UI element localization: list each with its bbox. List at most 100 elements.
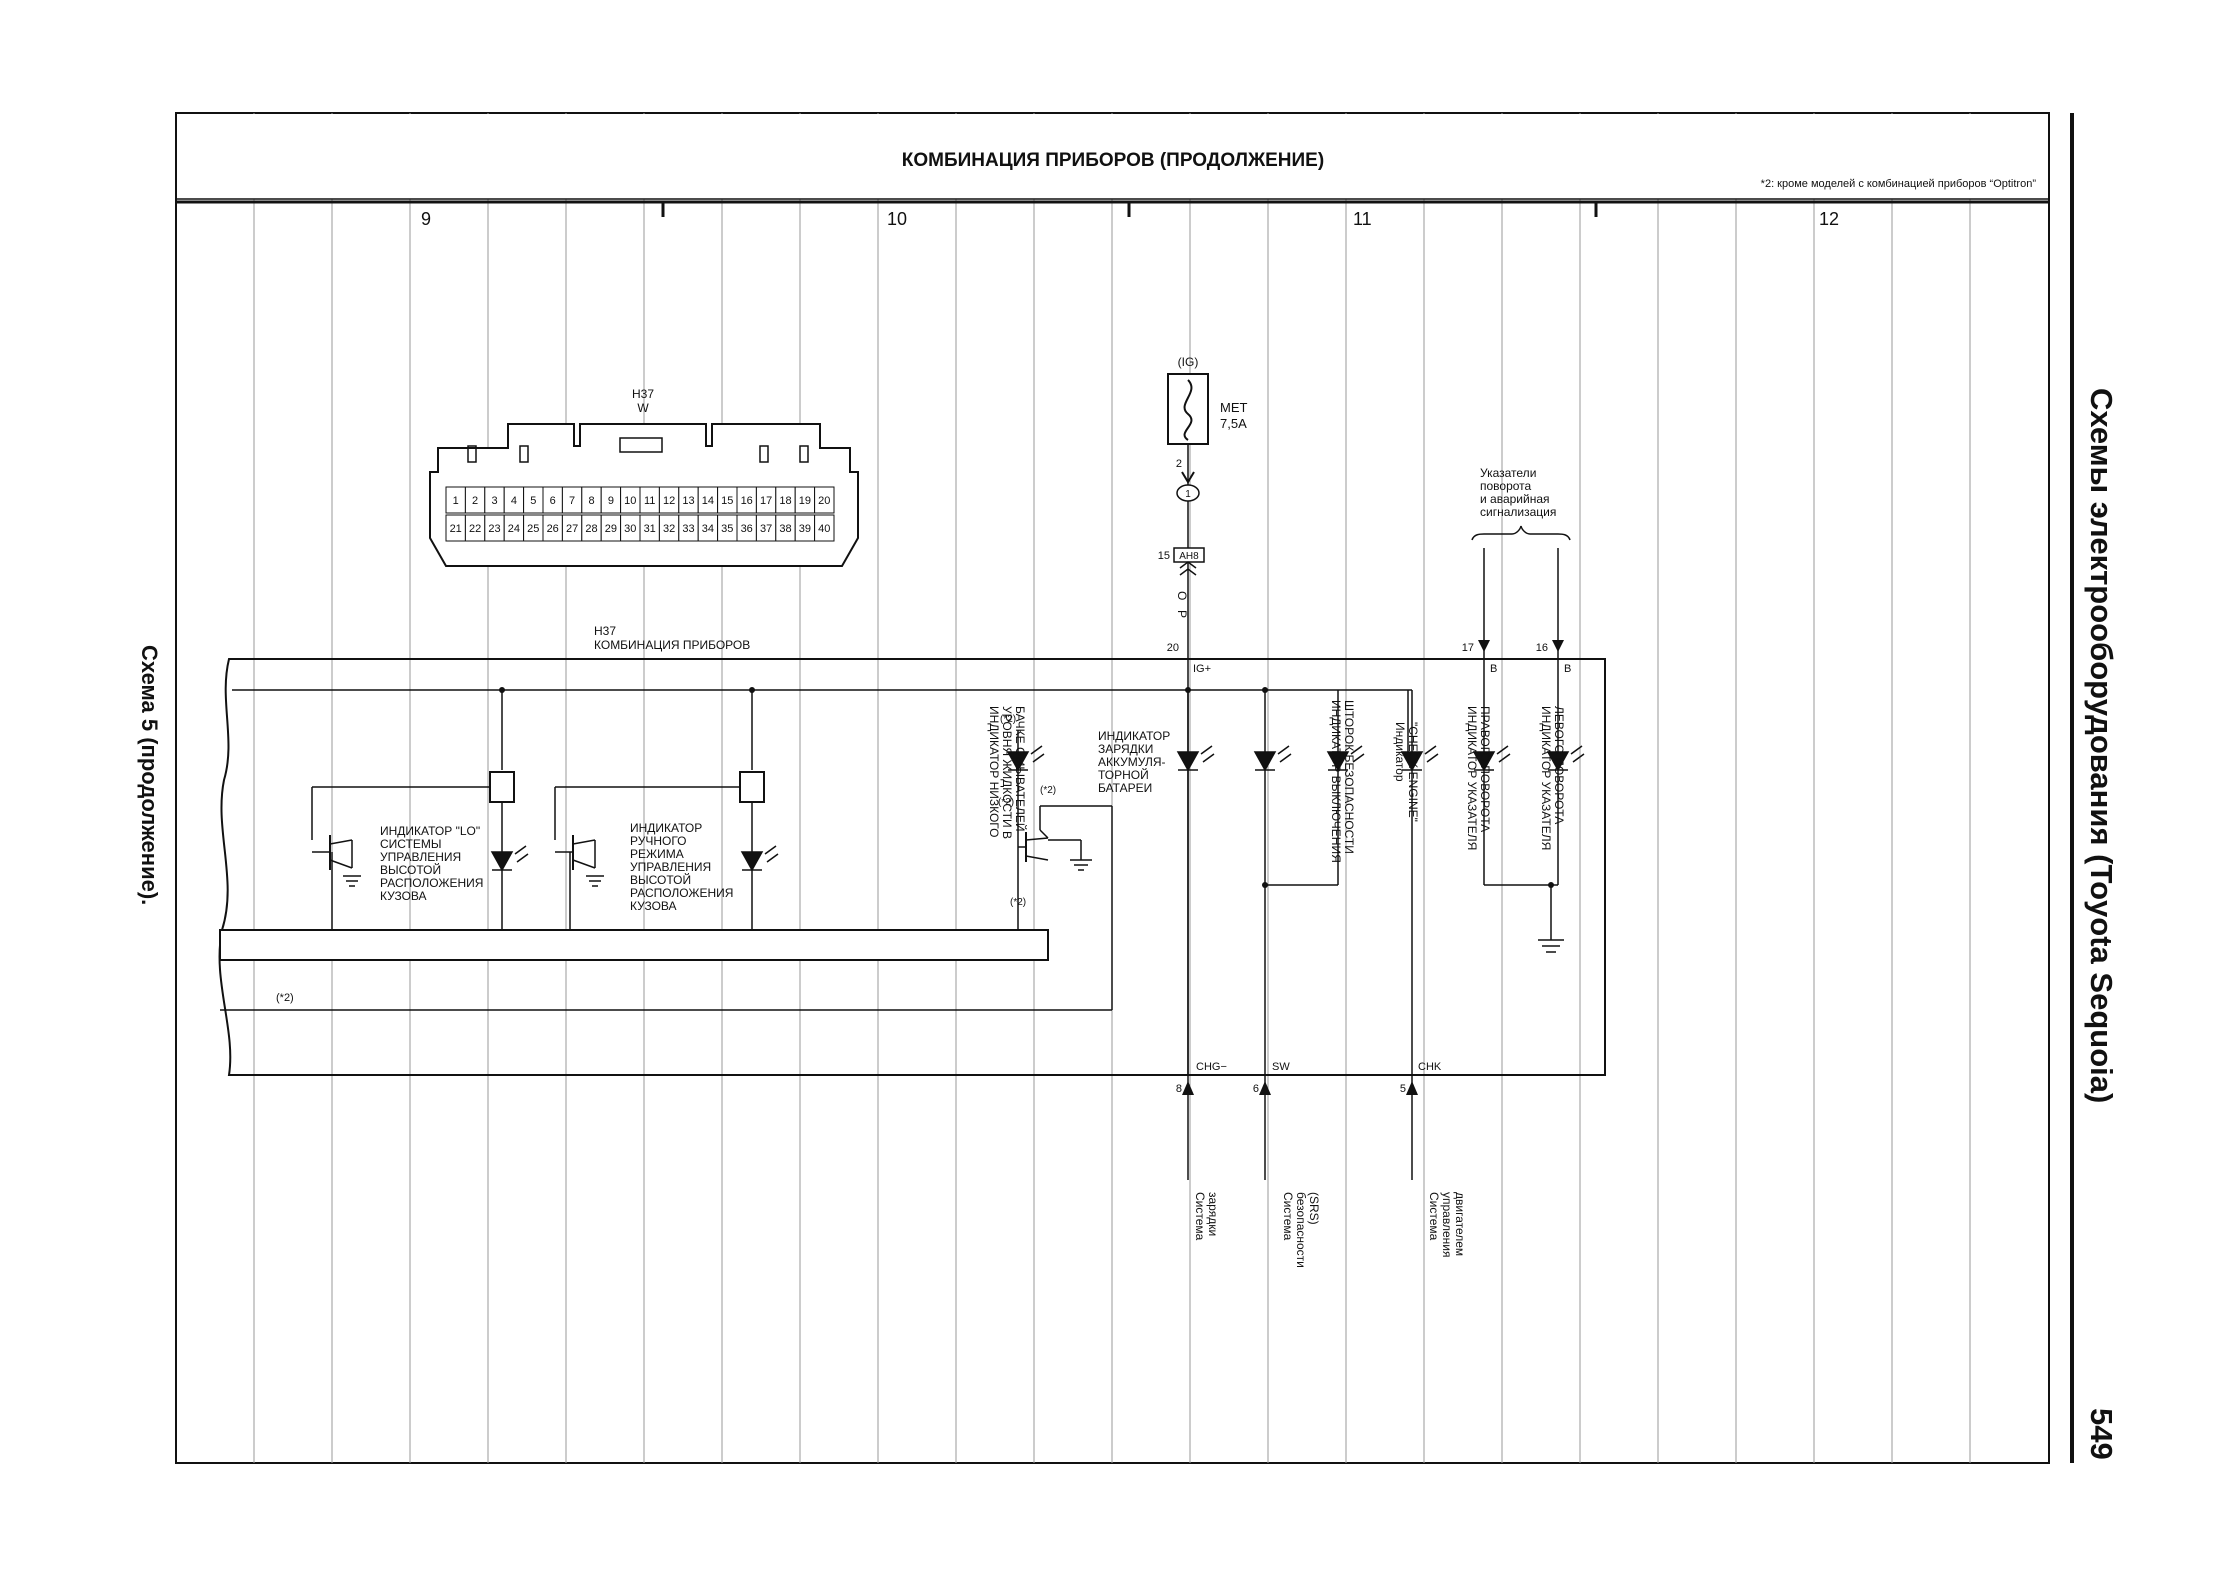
pin-number: 16 bbox=[741, 495, 753, 507]
wire-color-o: O bbox=[1175, 591, 1189, 600]
column-11: 11 bbox=[1353, 209, 1372, 229]
pin-number: 37 bbox=[760, 523, 772, 535]
pin-number: 38 bbox=[779, 523, 791, 535]
pin-number: 26 bbox=[547, 523, 559, 535]
column-12: 12 bbox=[1819, 209, 1839, 229]
label-washer-indicator: ИНДИКАТОР НИЗКОГОУРОВНЯ ЖИДКОСТИ ВБАЧКЕ … bbox=[987, 706, 1028, 839]
fuse-met: (IG) MET 7,5A 2 1 15 AH8 O P bbox=[1158, 355, 1248, 1075]
left-caption: Схема 5 (продолжение). bbox=[137, 645, 162, 906]
page-number: 549 bbox=[2084, 1408, 2119, 1460]
ah8-label: AH8 bbox=[1179, 551, 1199, 562]
label-line: РАСПОЛОЖЕНИЯ bbox=[630, 886, 733, 900]
pin-number: 30 bbox=[624, 523, 636, 535]
rotated-labels: ИНДИКАТОР НИЗКОГОУРОВНЯ ЖИДКОСТИ ВБАЧКЕ … bbox=[987, 700, 1566, 1268]
sw-pin: 6 bbox=[1253, 1083, 1259, 1095]
pin-number: 12 bbox=[663, 495, 675, 507]
pin-number: 29 bbox=[605, 523, 617, 535]
label-line: РЕЖИМА bbox=[630, 847, 684, 861]
label-line: ВЫСОТОЙ bbox=[380, 862, 441, 877]
pin-number: 23 bbox=[488, 523, 500, 535]
combination-meter: H37 КОМБИНАЦИЯ ПРИБОРОВ 20 IG+ bbox=[218, 548, 1606, 1076]
pin-cell bbox=[814, 514, 835, 542]
label-line: БАТАРЕИ bbox=[1098, 781, 1152, 795]
external-systems: 8 6 5 bbox=[1176, 1075, 1418, 1180]
connector-code: H37 bbox=[632, 387, 654, 401]
turn-l1: Указатели bbox=[1480, 466, 1536, 480]
meter-code: H37 bbox=[594, 624, 616, 638]
pin-16: 16 bbox=[1536, 642, 1548, 654]
meter-outline bbox=[218, 658, 1606, 1076]
fuse-source: (IG) bbox=[1178, 355, 1199, 369]
pin-number: 11 bbox=[644, 495, 655, 507]
label-line: ИНДИКАТОР "LO" bbox=[380, 824, 480, 838]
pin-number: 22 bbox=[469, 523, 481, 535]
junction-label: 1 bbox=[1185, 489, 1191, 500]
label-line: ТОРНОЙ bbox=[1098, 767, 1149, 782]
chg-label: CHG− bbox=[1196, 1061, 1227, 1073]
label-srs-indicator: ИНДИКАТОР ВЫКЛЮЧЕНИЯШТОРОК БЕЗОПАСНОСТИ bbox=[1329, 700, 1356, 863]
label-system-srs: Системабезопасности(SRS) bbox=[1281, 1192, 1321, 1268]
column-10: 10 bbox=[887, 209, 907, 229]
pin-number: 24 bbox=[508, 523, 520, 535]
label-system-engine: Системауправлениядвигателем bbox=[1427, 1192, 1467, 1257]
label-line: РАСПОЛОЖЕНИЯ bbox=[380, 876, 483, 890]
pin-number: 27 bbox=[566, 523, 578, 535]
pin-number: 13 bbox=[682, 495, 694, 507]
label-line: РУЧНОГО bbox=[630, 834, 687, 848]
label-line: ВЫСОТОЙ bbox=[630, 872, 691, 887]
pin-number: 8 bbox=[588, 495, 594, 507]
pin-number: 4 bbox=[511, 495, 517, 507]
pin-number: 18 bbox=[779, 495, 791, 507]
turn-signal-source: Указатели поворота и аварийная сигнализа… bbox=[1471, 466, 1571, 541]
pin-number: 6 bbox=[550, 495, 556, 507]
label-line: СИСТЕМЫ bbox=[380, 837, 442, 851]
label-line: АККУМУЛЯ- bbox=[1098, 755, 1166, 769]
pin-number: 5 bbox=[530, 495, 536, 507]
chk-label: CHK bbox=[1418, 1061, 1442, 1073]
pin-number: 40 bbox=[818, 523, 830, 535]
connector-color: W bbox=[637, 401, 649, 415]
pin-cell bbox=[814, 486, 835, 514]
label-left-turn: ИНДИКАТОР УКАЗАТЕЛЯЛЕВОГО ПОВОРОТА bbox=[1539, 706, 1566, 850]
pin-17: 17 bbox=[1462, 642, 1474, 654]
pin-number: 17 bbox=[760, 495, 772, 507]
label-line: ИНДИКАТОР bbox=[630, 821, 702, 835]
note-star2-a: (*2) bbox=[1000, 714, 1016, 725]
pin-number: 19 bbox=[799, 495, 811, 507]
chg-pin: 8 bbox=[1176, 1083, 1182, 1095]
pin-number: 1 bbox=[453, 495, 459, 507]
note-star2-bottom: (*2) bbox=[276, 992, 294, 1004]
label-line: ИНДИКАТОР bbox=[1098, 729, 1170, 743]
pin-number: 3 bbox=[491, 495, 497, 507]
ground-bus bbox=[219, 929, 1049, 961]
note-star2-c: (*2) bbox=[1040, 785, 1056, 796]
ah8-pin: 15 bbox=[1158, 550, 1170, 562]
fuse-rating: 7,5A bbox=[1220, 416, 1247, 431]
label-right-turn: ИНДИКАТОР УКАЗАТЕЛЯПРАВОГО ПОВОРОТА bbox=[1465, 706, 1492, 850]
pin-number: 39 bbox=[799, 523, 811, 535]
label-line: КУЗОВА bbox=[380, 889, 427, 903]
pin-number: 33 bbox=[682, 523, 694, 535]
pin-number: 32 bbox=[663, 523, 675, 535]
b-label-right: B bbox=[1490, 663, 1497, 675]
pin-number: 10 bbox=[624, 495, 636, 507]
sw-label: SW bbox=[1272, 1061, 1290, 1073]
pin-number: 2 bbox=[472, 495, 478, 507]
pin-number: 34 bbox=[702, 523, 714, 535]
label-system-charge: Системазарядки bbox=[1193, 1192, 1220, 1241]
grid-lines bbox=[253, 113, 1971, 1463]
pin-number: 28 bbox=[585, 523, 597, 535]
label-line: ЗАРЯДКИ bbox=[1098, 742, 1153, 756]
pin-number: 14 bbox=[702, 495, 714, 507]
pin-number: 35 bbox=[721, 523, 733, 535]
turn-l3: и аварийная bbox=[1480, 492, 1550, 506]
label-check-engine: Индикатор"CHECK ENGINE" bbox=[1393, 722, 1420, 822]
column-markers: 9 10 11 12 bbox=[421, 202, 1839, 229]
fuse-box bbox=[1167, 373, 1209, 445]
